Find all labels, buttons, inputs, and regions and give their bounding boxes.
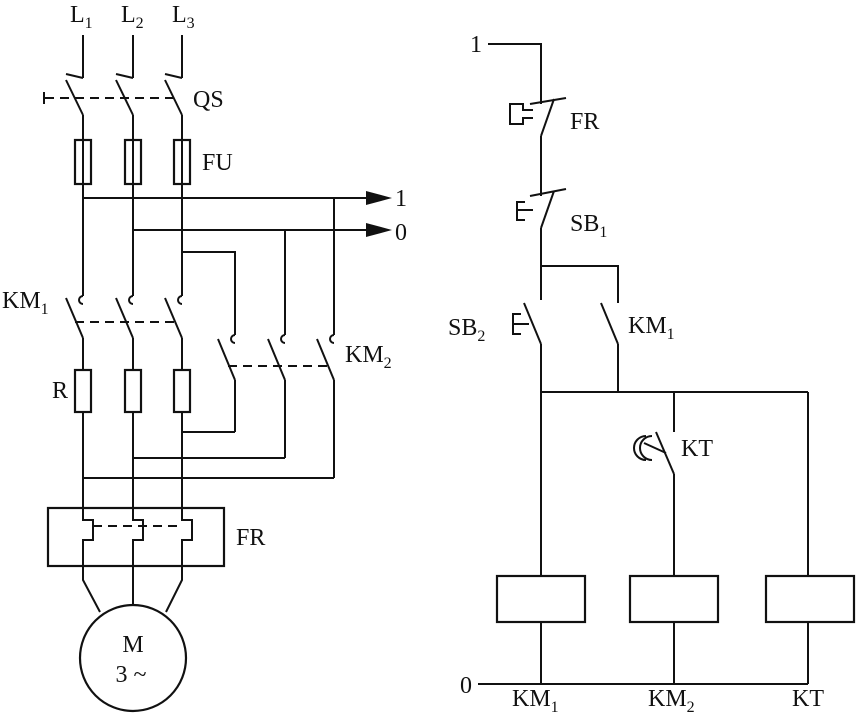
phase-label-l2: L2 (121, 2, 144, 32)
km1-hold-label: KM1 (628, 313, 675, 343)
fr-label-control: FR (570, 109, 599, 135)
motor-circle (78, 603, 188, 713)
control-circuit: 1 FR SB1 SB2 (448, 32, 856, 716)
contactor-km2 (217, 334, 335, 478)
sb1-label: SB1 (570, 211, 607, 241)
coil-km1-label: KM1 (512, 686, 559, 716)
tap-0-label: 0 (395, 220, 407, 246)
fu-label: FU (202, 150, 233, 176)
r-label: R (52, 378, 68, 404)
coil-km1 (495, 574, 587, 624)
contactor-km1 (65, 288, 183, 370)
isolating-switch-qs (43, 73, 183, 140)
km1-hold-contact (600, 302, 619, 392)
control-node-1-label: 1 (470, 32, 482, 58)
qs-label: QS (193, 87, 224, 113)
hold-branch-wire (541, 265, 619, 303)
motor-phase-label: 3 ~ (116, 662, 147, 688)
resistors-r (73, 368, 192, 414)
control-node-0-label: 0 (460, 673, 472, 699)
coil-km2-label: KM2 (648, 686, 695, 716)
km2-label: KM2 (345, 342, 392, 372)
control-top-wire (488, 43, 542, 92)
phase-wires-lower (82, 412, 334, 508)
km2-feed-wires (83, 197, 335, 335)
fr-nc-contact (509, 92, 567, 186)
coil-kt-label: KT (792, 686, 824, 712)
phase-wires-upper (82, 184, 183, 288)
fuses-fu (73, 138, 192, 186)
start-button-sb2 (512, 302, 542, 392)
motor-label: M (122, 632, 143, 658)
tap-1-label: 1 (395, 186, 407, 212)
stop-button-sb1 (516, 186, 567, 300)
coil-km2 (628, 574, 720, 624)
kt-timed-contact (633, 431, 675, 576)
fr-label-power: FR (236, 525, 265, 551)
motor-leads (82, 566, 183, 613)
phase-label-l1: L1 (70, 2, 93, 32)
coil-kt (764, 574, 856, 624)
kt-contact-label: KT (681, 436, 713, 462)
sb2-label: SB2 (448, 315, 485, 345)
control-bottom-wire (478, 622, 809, 685)
power-circuit: L1 L2 L3 QS (2, 2, 407, 713)
phase-label-l3: L3 (172, 2, 195, 32)
coil-bus (540, 391, 809, 576)
overload-relay-fr (46, 506, 226, 568)
incoming-lines (82, 35, 183, 78)
km1-label: KM1 (2, 288, 49, 318)
